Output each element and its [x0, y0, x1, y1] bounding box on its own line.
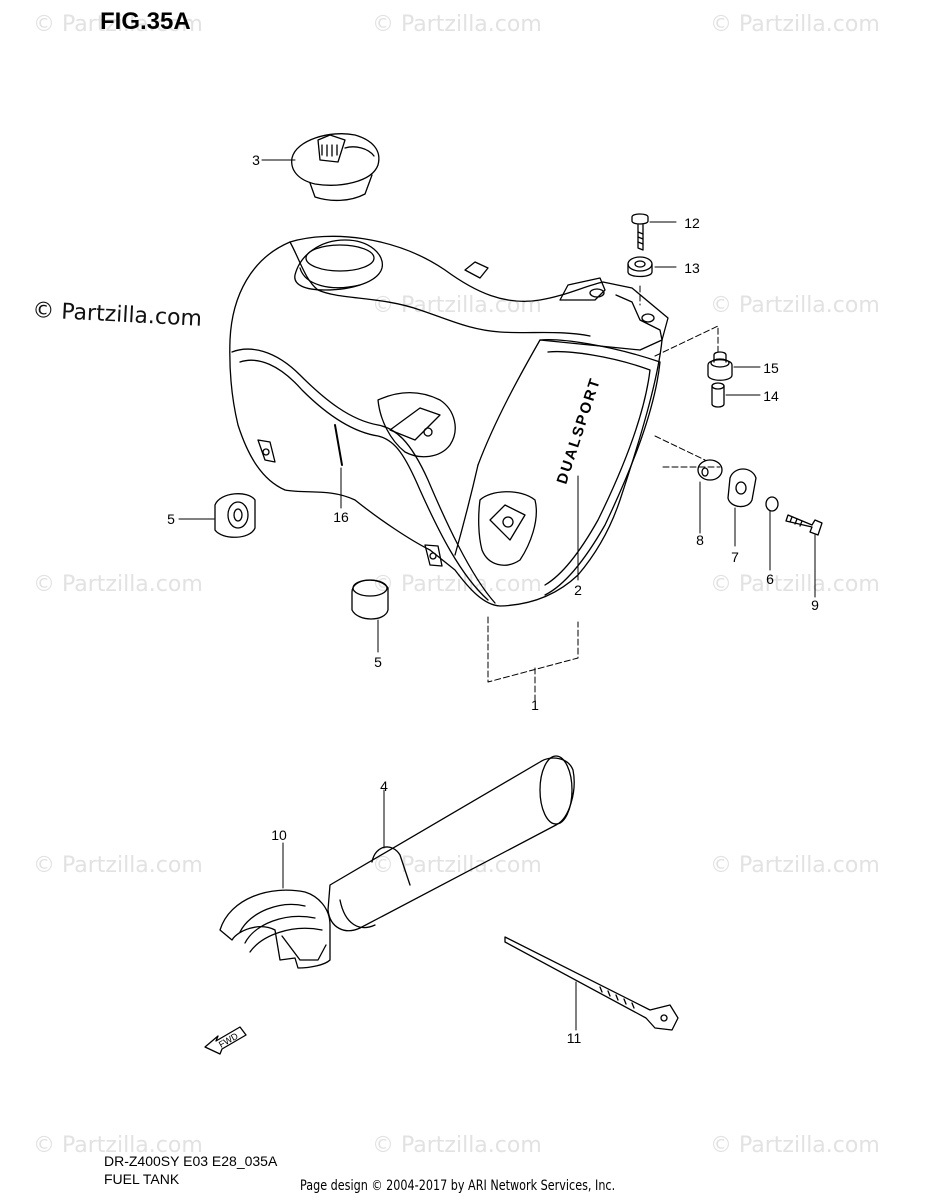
grommet-13 [627, 256, 653, 278]
watermark: © Partzilla.com [33, 572, 203, 597]
watermark: © Partzilla.com [710, 1133, 880, 1158]
watermark: © Partzilla.com [372, 1133, 542, 1158]
cushion-15 [707, 351, 733, 381]
callout-11: 11 [566, 1030, 582, 1046]
callout-4: 4 [380, 778, 388, 794]
watermark: © Partzilla.com [372, 293, 542, 318]
watermark: © Partzilla.com [372, 572, 542, 597]
grommet-10 [219, 889, 331, 969]
bolt-9 [785, 514, 823, 536]
watermark: © Partzilla.com [710, 572, 880, 597]
watermark: © Partzilla.com [710, 12, 880, 37]
cushion-5-upper [214, 493, 256, 538]
watermark: © Partzilla.com [33, 853, 203, 878]
cushion-8 [697, 459, 723, 481]
callout-5-upper: 5 [167, 511, 175, 527]
fwd-arrow-icon [204, 1026, 247, 1055]
protector-4 [327, 755, 575, 932]
line-16 [334, 424, 343, 466]
watermark: © Partzilla.com [33, 1133, 203, 1158]
leader-lines [178, 159, 816, 1031]
callout-16: 16 [333, 509, 349, 525]
clamp-11 [504, 936, 679, 1031]
callout-13: 13 [684, 260, 700, 276]
cushion-7 [727, 468, 757, 508]
callout-14: 14 [763, 388, 779, 404]
figure-title: FIG.35A [100, 8, 191, 35]
collar-14 [711, 382, 725, 408]
callout-7: 7 [731, 549, 739, 565]
callout-5-lower: 5 [374, 654, 382, 670]
washer-6 [765, 496, 779, 512]
page-credit: Page design © 2004-2017 by ARI Network S… [300, 1178, 616, 1194]
callout-10: 10 [271, 827, 287, 843]
callout-3: 3 [252, 152, 260, 168]
tank-decal-text: DUALSPORT [554, 375, 605, 486]
section-name: FUEL TANK [104, 1171, 180, 1187]
bolt-12 [631, 213, 649, 251]
assembly-bracket [487, 285, 721, 701]
callout-9: 9 [811, 597, 819, 613]
cushion-5-lower [351, 579, 389, 620]
callout-2: 2 [574, 582, 582, 598]
watermark: © Partzilla.com [372, 12, 542, 37]
callout-12: 12 [684, 215, 700, 231]
watermark: © Partzilla.com [710, 293, 880, 318]
callout-8: 8 [696, 532, 704, 548]
callout-15: 15 [763, 360, 779, 376]
fuel-tank [229, 235, 669, 607]
model-code: DR-Z400SY E03 E28_035A [104, 1153, 278, 1169]
watermark: © Partzilla.com [33, 12, 203, 37]
fuel-cap [291, 133, 380, 202]
callout-6: 6 [766, 571, 774, 587]
callout-1: 1 [531, 697, 539, 713]
watermark: © Partzilla.com [710, 853, 880, 878]
